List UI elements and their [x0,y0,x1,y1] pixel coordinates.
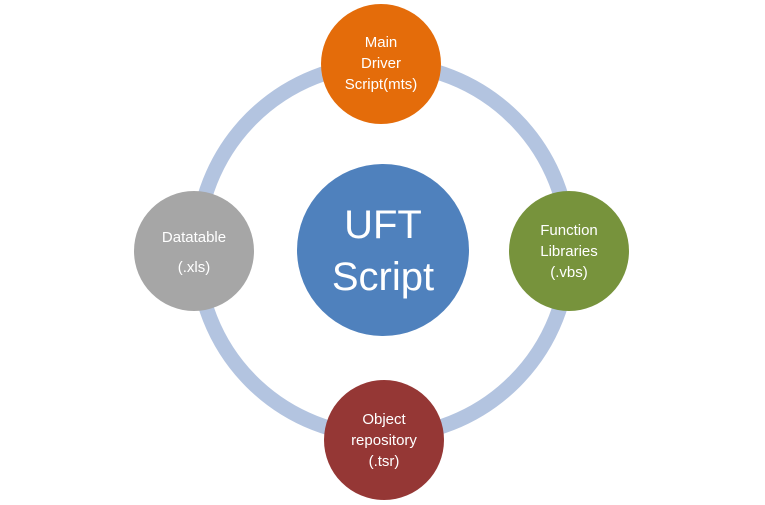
node-main-driver-script-line-2: Driver [361,55,401,72]
node-datatable-line-2: (.xls) [178,259,211,276]
node-main-driver-script-circle [321,4,441,124]
node-object-repository-line-1: Object [362,411,406,428]
node-object-repository-line-2: repository [351,432,417,449]
node-object-repository-line-3: (.tsr) [369,453,400,470]
node-function-libraries-circle [509,191,629,311]
node-main-driver-script-line-1: Main [365,34,398,51]
node-object-repository: Object repository (.tsr) [324,380,444,500]
center-node: UFT Script [297,164,469,336]
node-datatable: Datatable (.xls) [134,191,254,311]
center-title-line-1: UFT [344,203,422,247]
node-main-driver-script: Main Driver Script(mts) [321,4,441,124]
center-title-line-2: Script [332,255,434,299]
node-function-libraries: Function Libraries (.vbs) [509,191,629,311]
node-function-libraries-line-3: (.vbs) [550,264,588,281]
node-function-libraries-line-1: Function [540,222,598,239]
node-main-driver-script-line-3: Script(mts) [345,76,418,93]
node-datatable-line-1: Datatable [162,229,226,246]
center-circle [297,164,469,336]
node-function-libraries-line-2: Libraries [540,243,598,260]
node-datatable-circle [134,191,254,311]
node-object-repository-circle [324,380,444,500]
